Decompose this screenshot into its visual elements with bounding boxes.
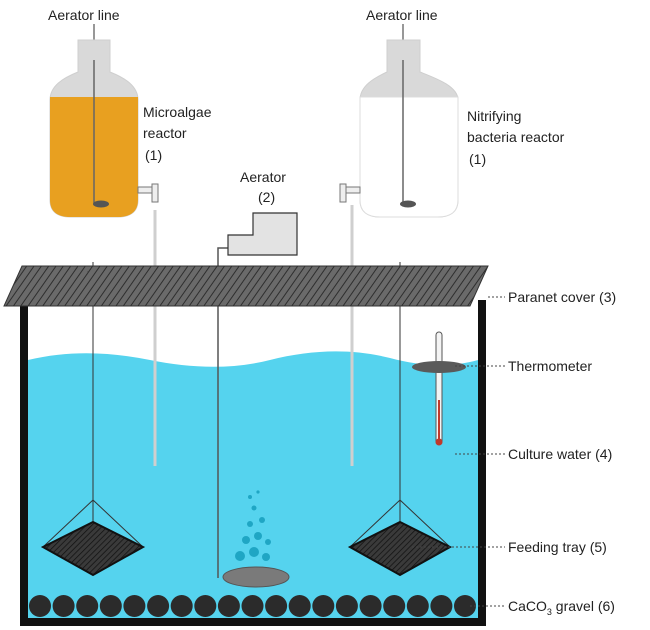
culture-water-label: Culture water (4) — [508, 446, 612, 462]
gravel-stone — [170, 595, 193, 617]
callout-caco3-gravel: CaCO3 gravel (6) — [470, 598, 615, 617]
gravel-stone — [76, 595, 99, 617]
callout-thermometer: Thermometer — [455, 358, 592, 374]
gravel-label-suffix: gravel (6) — [552, 598, 615, 614]
paranet-cover-label: Paranet cover (3) — [508, 289, 616, 305]
gravel-stone — [312, 595, 335, 617]
microalgae-reactor-label: Microalgae reactor (1) — [143, 104, 212, 163]
gravel-label-subscript: 3 — [547, 607, 552, 617]
gravel-stone — [99, 595, 122, 617]
gravel-stone — [430, 595, 453, 617]
water-outlet-pipes — [153, 205, 354, 466]
tank — [20, 300, 486, 626]
gravel-stone — [359, 595, 382, 617]
gravel-stone — [217, 595, 240, 617]
microalgae-label-line3: (1) — [145, 147, 162, 163]
feeding-tray-left — [40, 262, 146, 577]
microalgae-reactor — [49, 39, 159, 218]
gravel-stone — [288, 595, 311, 617]
air-stone — [222, 566, 290, 588]
microalgae-label-line2: reactor — [143, 125, 187, 141]
gravel-stone — [147, 595, 170, 617]
callout-culture-water: Culture water (4) — [455, 446, 612, 462]
gravel-stone — [123, 595, 146, 617]
nitrifying-bacteria-reactor — [339, 39, 459, 218]
callout-feeding-tray: Feeding tray (5) — [412, 539, 607, 555]
thermometer — [412, 331, 466, 446]
nitrifying-reactor-label: Nitrifying bacteria reactor (1) — [467, 108, 565, 167]
gravel-label-prefix: CaCO — [508, 598, 547, 614]
gravel-stone — [241, 595, 264, 617]
nitrifying-label-line2: bacteria reactor — [467, 129, 565, 145]
gravel-stone — [335, 595, 358, 617]
aerator-pump — [227, 212, 298, 256]
nitrifying-label-line1: Nitrifying — [467, 108, 521, 124]
callout-paranet-cover: Paranet cover (3) — [488, 289, 616, 305]
aerator-label-line2: (2) — [258, 189, 275, 205]
paranet-cover — [3, 265, 489, 307]
aerator-line-label-right: Aerator line — [366, 7, 438, 23]
gravel-stone — [454, 595, 476, 617]
nitrifying-label-line3: (1) — [469, 151, 486, 167]
gravel-stone — [383, 595, 406, 617]
gravel-stone — [52, 595, 75, 617]
gravel-stone — [406, 595, 429, 617]
aerator-tube — [217, 247, 232, 578]
gravel-stone — [29, 595, 51, 617]
caco3-gravel-label: CaCO3 gravel (6) — [508, 598, 615, 617]
aerator-label-line1: Aerator — [240, 169, 286, 185]
thermometer-label: Thermometer — [508, 358, 592, 374]
gravel-stone — [265, 595, 288, 617]
aerator-line-label-left: Aerator line — [48, 7, 120, 23]
feeding-tray-label: Feeding tray (5) — [508, 539, 607, 555]
air-bubbles — [235, 490, 271, 561]
caco3-gravel — [29, 595, 476, 617]
gravel-stone — [194, 595, 217, 617]
aerator-label: Aerator (2) — [240, 169, 286, 205]
microalgae-label-line1: Microalgae — [143, 104, 212, 120]
